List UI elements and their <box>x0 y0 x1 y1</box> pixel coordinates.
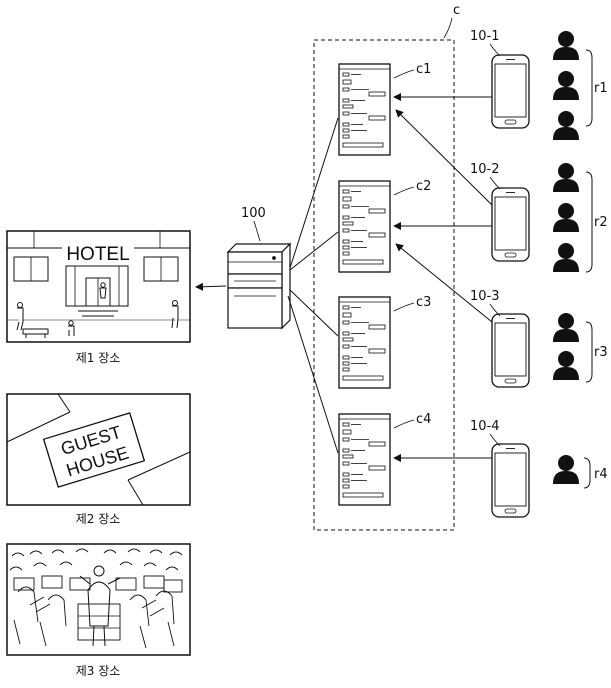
device-10-1 <box>491 54 530 129</box>
server-label: 100 <box>241 206 266 221</box>
user-group-r3 <box>553 313 593 383</box>
device-10-3 <box>491 313 530 388</box>
place-3-orchestra <box>6 543 191 656</box>
device-10-2 <box>491 187 530 262</box>
conductor-figure <box>79 565 121 647</box>
user-person-icon <box>553 351 579 380</box>
user-group-r2 <box>553 163 593 273</box>
hotel-sign: HOTEL <box>66 244 129 265</box>
content-screen-c1 <box>338 63 391 156</box>
place-2-caption: 제2 장소 <box>76 512 121 526</box>
user-group-label-r4: r4 <box>594 467 608 482</box>
content-group-box <box>313 39 455 531</box>
bench <box>22 328 49 338</box>
server-100 <box>226 242 292 330</box>
content-label-c2: c2 <box>416 179 431 194</box>
user-group-label-r3: r3 <box>594 345 608 360</box>
device-content-arrows <box>393 93 493 462</box>
user-group-label-r1: r1 <box>594 81 608 96</box>
place-2-guest-house: GUEST HOUSE <box>6 393 191 506</box>
user-person-icon <box>553 313 579 342</box>
device-10-4 <box>491 443 530 518</box>
content-label-c3: c3 <box>416 295 431 310</box>
user-person-icon <box>553 203 579 232</box>
content-screen-c2 <box>338 180 391 273</box>
user-group-label-r2: r2 <box>594 215 608 230</box>
device-label-10-2: 10-2 <box>470 162 500 177</box>
content-screen-c4 <box>338 413 391 506</box>
content-label-c4: c4 <box>416 412 431 427</box>
user-person-icon <box>553 243 579 272</box>
device-label-10-3: 10-3 <box>470 289 500 304</box>
content-label-c1: c1 <box>416 62 431 77</box>
server-content-links <box>287 117 339 454</box>
user-person-icon <box>553 111 579 140</box>
device-label-10-4: 10-4 <box>470 419 500 434</box>
content-screen-c3 <box>338 296 391 389</box>
user-group-r4 <box>553 455 591 489</box>
user-group-r1 <box>553 31 593 140</box>
place-1-caption: 제1 장소 <box>76 351 121 365</box>
user-person-icon <box>553 31 579 60</box>
user-person-icon <box>553 163 579 192</box>
device-label-10-1: 10-1 <box>470 29 500 44</box>
user-person-icon <box>553 71 579 100</box>
place-3-caption: 제3 장소 <box>76 664 121 678</box>
user-person-icon <box>553 455 579 484</box>
content-group-label: c <box>453 3 460 18</box>
place-1-hotel: HOTEL <box>6 230 191 343</box>
pedestrian-figure <box>16 282 179 336</box>
